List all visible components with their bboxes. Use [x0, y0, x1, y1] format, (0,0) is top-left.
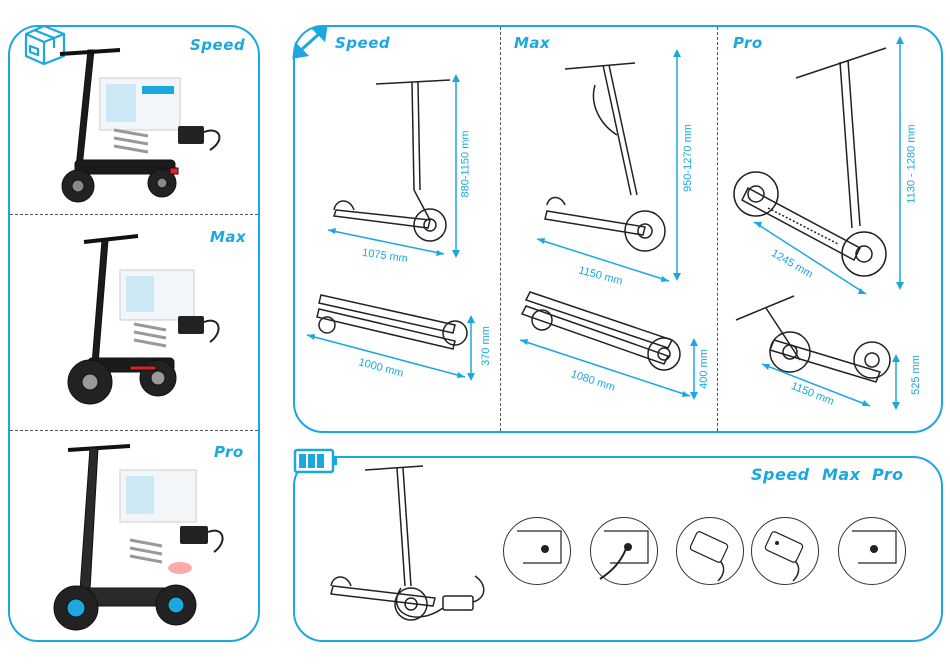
charge-port-cover-icon [838, 517, 906, 585]
charge-model-max: Max [822, 465, 861, 484]
dim-model-speed: Speed [335, 34, 390, 52]
speed-unfolded-drawing [320, 70, 460, 260]
charge-port-icon [503, 517, 571, 585]
box-max-scooter-image [50, 232, 250, 412]
expand-arrows-icon [292, 25, 328, 59]
charge-model-pro: Pro [872, 465, 904, 484]
pro-unfolded-height: 1130 - 1280 mm [906, 124, 918, 203]
max-folded-height: 400 mm [698, 349, 710, 389]
dim-divider-1 [500, 27, 501, 431]
plug-icon [590, 517, 658, 585]
speed-folded-height: 370 mm [480, 326, 492, 366]
charging-scooter-drawing [325, 462, 495, 632]
max-unfolded-drawing [525, 45, 695, 285]
max-unfolded-height: 950-1270 mm [682, 124, 694, 192]
speed-unfolded-height: 880-1150 mm [460, 130, 472, 197]
charger-icon [676, 517, 744, 585]
charge-model-speed: Speed [751, 465, 810, 484]
box-divider-2 [10, 430, 258, 431]
box-speed-scooter-image [30, 40, 240, 210]
pro-folded-height: 525 mm [910, 355, 922, 395]
charger-light-icon [751, 517, 819, 585]
box-pro-scooter-image [30, 440, 250, 640]
dim-divider-2 [717, 27, 718, 431]
box-divider-1 [10, 214, 258, 215]
pro-unfolded-drawing [728, 38, 918, 298]
